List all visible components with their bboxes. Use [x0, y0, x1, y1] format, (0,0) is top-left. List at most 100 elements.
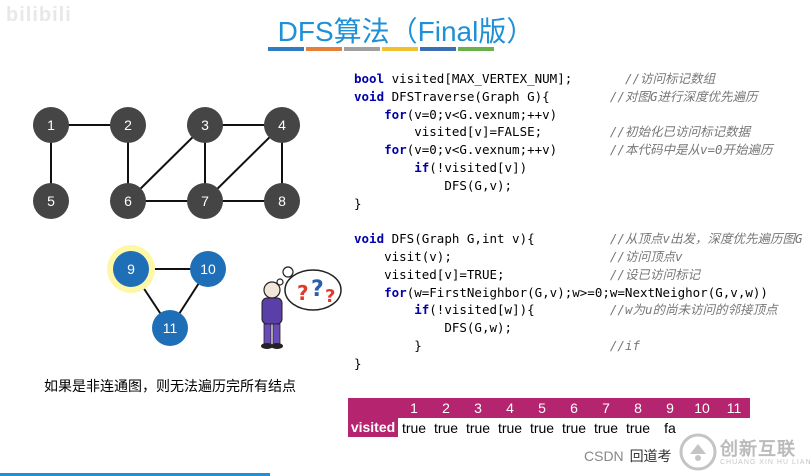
- visited-table-header: 4: [494, 398, 526, 418]
- code-keyword: for: [384, 284, 407, 300]
- title-bar-segment-4: [382, 47, 418, 51]
- code-line: for(v=0;v<G.vexnum;++v): [354, 106, 803, 124]
- visited-table-header: 7: [590, 398, 622, 418]
- visited-cell: true: [430, 417, 462, 437]
- code-text: DFS(G,w);: [444, 320, 513, 336]
- node-7: 7: [187, 183, 223, 219]
- code-indent: [354, 338, 414, 353]
- node-8: 8: [264, 183, 300, 219]
- code-indent: [354, 249, 384, 264]
- visited-cell: fa: [654, 417, 686, 437]
- visited-table-header: 2: [430, 398, 462, 418]
- code-indent: [354, 107, 384, 122]
- visited-table-header: 3: [462, 398, 494, 418]
- node-5: 5: [33, 183, 69, 219]
- csdn-overlay-text: 回道考: [629, 448, 672, 464]
- code-padding: [557, 142, 610, 157]
- csdn-watermark: CSDN 回道考: [584, 446, 672, 466]
- title-bar-segment-2: [306, 47, 342, 51]
- code-line: bool visited[MAX_VERTEX_NUM]; //访问标记数组: [354, 70, 803, 88]
- bilibili-watermark: bilibili: [6, 4, 72, 26]
- code-text: (v=0;v<G.vexnum;++v): [406, 106, 558, 122]
- code-keyword: if: [414, 159, 430, 175]
- visited-table-corner: [348, 398, 398, 418]
- code-indent: [354, 142, 384, 157]
- code-line: [354, 212, 803, 230]
- visited-table-header-row: 1 2 3 4 5 6 7 8 9 10 11: [348, 398, 750, 418]
- node-11: 11: [152, 310, 188, 346]
- code-line: }: [354, 195, 803, 213]
- code-line: visit(v); //访问顶点v: [354, 248, 803, 266]
- title-bar-segment-3: [344, 47, 380, 51]
- code-padding: [437, 338, 610, 353]
- graph-edges: [50, 124, 283, 329]
- visited-table-header: 5: [526, 398, 558, 418]
- svg-text:7: 7: [201, 193, 209, 209]
- visited-table-header: 1: [398, 398, 430, 418]
- node-3: 3: [187, 107, 223, 143]
- visited-cell: [686, 417, 718, 437]
- code-comment: //设已访问标记: [609, 266, 700, 282]
- code-line: void DFS(Graph G,int v){ //从顶点v出发，深度优先遍历…: [354, 230, 803, 248]
- code-indent: [354, 160, 414, 175]
- edge-4-7: [204, 124, 283, 202]
- code-keyword: void: [354, 88, 385, 104]
- code-indent: [354, 267, 384, 282]
- code-line: DFS(G,w);: [354, 319, 803, 337]
- code-line: for(w=FirstNeighbor(G,v);w>=0;w=NextNeig…: [354, 284, 803, 302]
- visited-row-label: visited: [348, 417, 398, 437]
- code-comment: //从顶点v出发，深度优先遍历图G: [609, 231, 803, 247]
- code-indent: [354, 124, 414, 139]
- title-bar-segment-1: [268, 47, 304, 51]
- code-line: for(v=0;v<G.vexnum;++v) //本代码中是从v=0开始遍历: [354, 141, 803, 159]
- visited-table-header: 9: [654, 398, 686, 418]
- visited-cell: true: [590, 417, 622, 437]
- visited-cell: true: [526, 417, 558, 437]
- title-bar-segment-5: [420, 47, 456, 51]
- confused-person-illustration: ? ? ?: [255, 262, 345, 354]
- code-text: }: [414, 337, 437, 353]
- svg-text:?: ?: [297, 281, 309, 305]
- brand-name: 创新互联: [720, 439, 796, 460]
- code-text: (!visited[w]){: [429, 302, 535, 318]
- code-text: }: [354, 195, 362, 211]
- code-comment: //访问顶点v: [609, 248, 683, 264]
- svg-text:2: 2: [124, 117, 132, 133]
- code-text: (v=0;v<G.vexnum;++v): [406, 142, 558, 158]
- page-title: DFS算法（Final版）: [277, 16, 535, 47]
- node-4: 4: [264, 107, 300, 143]
- svg-text:3: 3: [201, 117, 209, 133]
- csdn-label: CSDN: [584, 448, 624, 464]
- code-line: } //if: [354, 337, 803, 355]
- code-padding: [535, 302, 610, 317]
- svg-text:?: ?: [311, 277, 324, 302]
- visited-cell: true: [462, 417, 494, 437]
- svg-text:4: 4: [278, 117, 286, 133]
- node-9: 9: [113, 251, 149, 287]
- code-padding: [452, 249, 610, 264]
- code-line: void DFSTraverse(Graph G){ //对图G进行深度优先遍历: [354, 88, 803, 106]
- code-line: DFS(G,v);: [354, 177, 803, 195]
- visited-table-header: 8: [622, 398, 654, 418]
- brand-logo: 创新互联 CHUANG XIN HU LIAN: [676, 428, 812, 476]
- visited-table-value-row: visited true true true true true true tr…: [348, 417, 750, 437]
- code-indent: [354, 320, 444, 335]
- code-line: visited[v]=FALSE; //初始化已访问标记数据: [354, 123, 803, 141]
- visited-cell: true: [558, 417, 590, 437]
- svg-text:6: 6: [124, 193, 132, 209]
- code-indent: [354, 178, 444, 193]
- brand-subtitle: CHUANG XIN HU LIAN: [720, 459, 812, 466]
- bottom-accent-line: [0, 473, 270, 476]
- code-padding: [572, 71, 625, 86]
- code-keyword: if: [414, 302, 430, 318]
- svg-text:1: 1: [47, 117, 55, 133]
- edge-3-6: [127, 124, 206, 202]
- code-text: visit(v);: [384, 248, 452, 264]
- code-text: DFSTraverse(Graph G){: [384, 88, 550, 104]
- graph-diagram: 1 2 3 4 5 6 7 8 9 10 11: [0, 90, 330, 360]
- code-line: if(!visited[v]): [354, 159, 803, 177]
- visited-cell: [718, 417, 750, 437]
- code-line: }: [354, 355, 803, 373]
- code-text: (!visited[v]): [429, 159, 528, 175]
